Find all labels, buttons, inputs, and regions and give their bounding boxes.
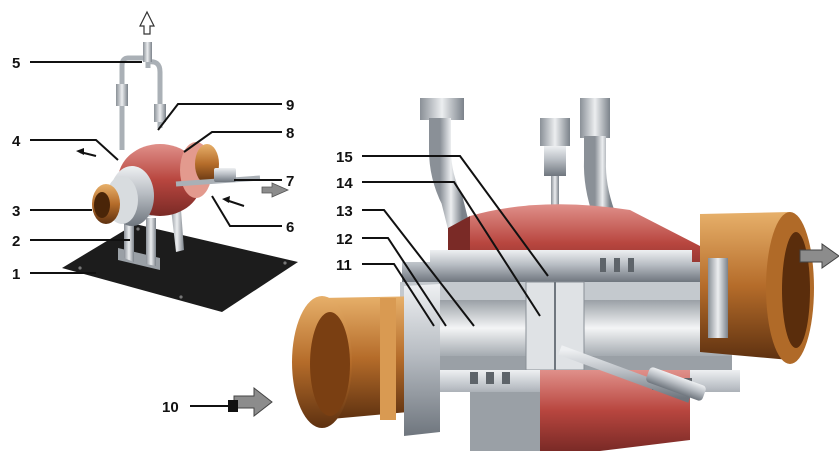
pipe-fitting [154,104,166,122]
leader-11 [362,263,435,327]
outlet-arrow [139,10,155,35]
cutaway-view [233,98,839,451]
inlet-arrow-small [261,182,289,198]
callout-10: 10 [162,399,179,416]
callout-4: 4 [12,133,21,150]
callout-7: 7 [286,173,294,190]
leader-6 [211,195,282,227]
callout-8: 8 [286,125,294,142]
assembled-view [62,10,298,312]
leader-8 [183,131,282,153]
leader-9 [157,103,282,131]
copper-outlet-right [700,212,814,364]
inner-sleeve-upper [402,250,730,282]
plate-hole [179,295,183,299]
side-fitting [214,168,236,182]
left-gas-pipe [429,118,473,243]
callout-6: 6 [286,219,294,236]
callout-14: 14 [336,175,353,192]
leader-10-cap [228,400,238,412]
leader-15 [362,155,549,277]
upper-nut [420,98,464,120]
callout-5: 5 [12,55,20,72]
callout-9: 9 [286,97,294,114]
probe-fitting [540,118,570,146]
plate-hole [283,261,287,265]
plate-hole [78,266,82,270]
outlet-stub [143,42,152,62]
callout-3: 3 [12,203,20,220]
leader-4 [30,139,119,161]
base-plate [62,224,298,312]
leader-lines [30,61,549,407]
leader-14 [362,181,541,317]
leader-13 [362,209,475,327]
callout-15: 15 [336,149,353,166]
callout-11: 11 [336,257,352,274]
inlet-arrow-large [233,386,273,418]
leader-12 [362,237,447,327]
callout-12: 12 [336,231,353,248]
copper-inlet-left [292,284,440,436]
callout-1: 1 [12,266,20,283]
pipe-fitting [116,84,128,106]
callout-2: 2 [12,233,20,250]
housing-lower [540,370,690,451]
callout-labels: 1 2 3 4 5 6 7 8 9 10 11 12 13 14 15 [12,55,353,416]
right-pipe-top [580,98,610,138]
lateral-probe [558,345,692,403]
flow-arrow-small [76,148,245,207]
outlet-arrow-large [799,243,839,269]
callout-13: 13 [336,203,353,220]
plate-hole [136,227,140,231]
